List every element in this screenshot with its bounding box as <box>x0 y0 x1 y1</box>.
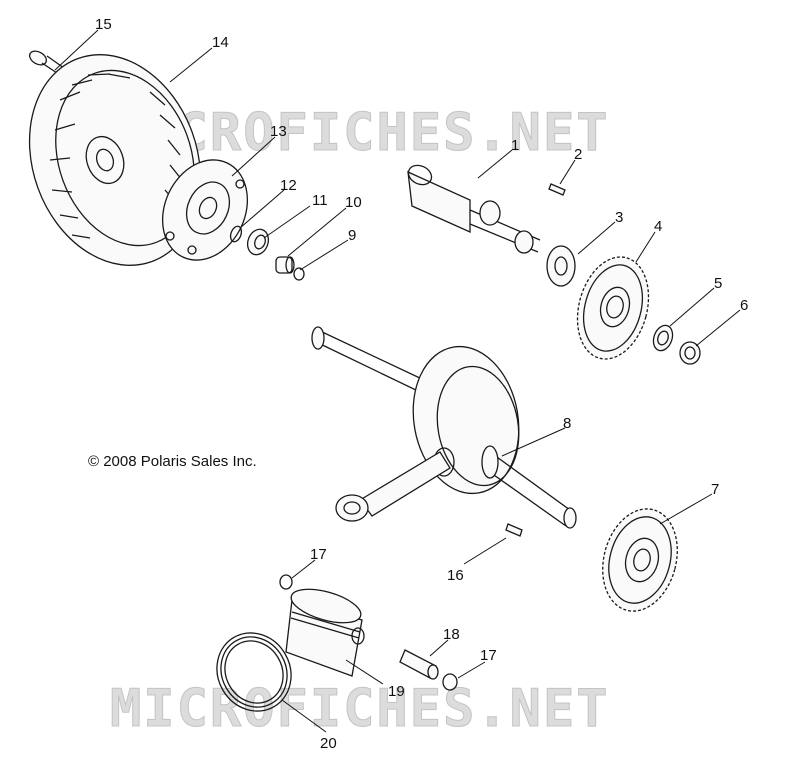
part-12-oring <box>229 225 243 243</box>
callout-17-bottom: 17 <box>480 647 497 664</box>
part-9-ring <box>293 267 305 281</box>
part-8-crankshaft <box>311 326 577 529</box>
part-10-bushing <box>275 256 295 274</box>
callout-8: 8 <box>563 415 571 432</box>
part-20-piston-rings <box>216 632 292 712</box>
part-1-camshaft <box>407 164 541 254</box>
part-3-sprocket <box>546 245 576 287</box>
callout-9: 9 <box>348 227 356 244</box>
copyright-text: © 2008 Polaris Sales Inc. <box>88 453 257 470</box>
part-19-piston <box>285 588 365 677</box>
callout-13: 13 <box>270 123 287 140</box>
part-7-crank-gear <box>602 508 678 612</box>
part-5-washer <box>652 324 674 352</box>
callout-11: 11 <box>312 192 328 209</box>
part-11-bearing <box>246 228 270 256</box>
callout-17-top: 17 <box>310 546 327 563</box>
callout-1: 1 <box>511 137 519 154</box>
callouts: 15 14 13 12 11 10 9 1 2 3 4 5 6 8 7 16 1… <box>95 16 748 752</box>
callout-7: 7 <box>711 481 719 498</box>
leader-lines <box>54 29 741 733</box>
callout-20: 20 <box>320 735 337 752</box>
callout-2: 2 <box>574 146 582 163</box>
callout-18: 18 <box>443 626 460 643</box>
part-14-flywheel <box>28 54 202 266</box>
callout-15: 15 <box>95 16 112 33</box>
callout-14: 14 <box>212 34 229 51</box>
part-17-clip-bottom <box>442 673 458 691</box>
watermark-bottom: MICROFICHES.NET <box>110 679 610 739</box>
callout-4: 4 <box>654 218 662 235</box>
callout-3: 3 <box>615 209 623 226</box>
callout-5: 5 <box>714 275 722 292</box>
callout-19: 19 <box>388 683 405 700</box>
part-18-piston-pin <box>399 649 439 680</box>
part-6-nut <box>679 341 701 365</box>
part-16-pin <box>505 523 523 537</box>
part-17-clip-top <box>279 574 293 590</box>
callout-6: 6 <box>740 297 748 314</box>
part-2-pin <box>548 183 566 196</box>
callout-10: 10 <box>345 194 362 211</box>
callout-16: 16 <box>447 567 464 584</box>
callout-12: 12 <box>280 177 297 194</box>
part-4-cam-gear <box>576 256 650 360</box>
